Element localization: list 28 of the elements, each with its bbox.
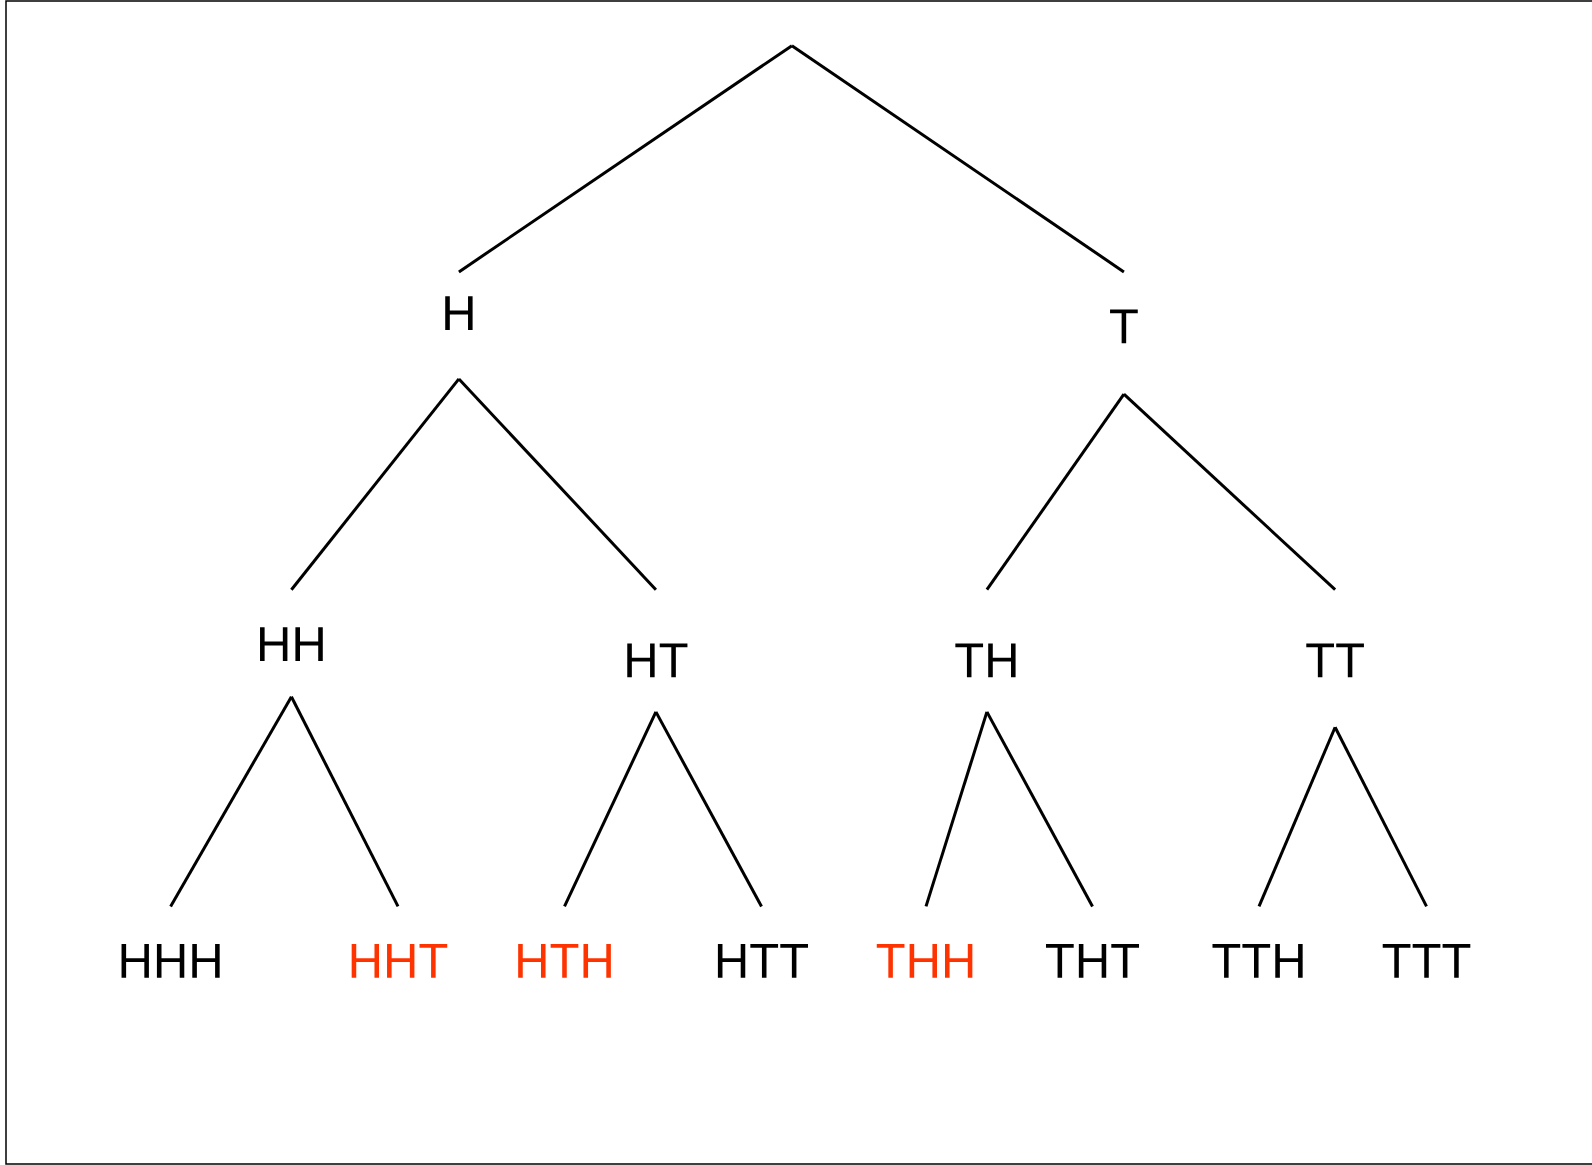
- outcome-label: HHT: [351, 944, 448, 978]
- branch-line: [985, 393, 1126, 591]
- branch-line: [924, 711, 989, 907]
- branch-line: [654, 711, 763, 908]
- branch-line: [458, 44, 793, 274]
- branch-line: [290, 377, 461, 591]
- outcome-label: THT: [1046, 944, 1139, 978]
- branch-line: [169, 695, 293, 908]
- branch-line: [1333, 726, 1428, 908]
- branch-line: [290, 696, 400, 908]
- outcome-label: HHH: [121, 944, 220, 978]
- branch-line: [1122, 393, 1337, 591]
- branch-line: [985, 711, 1094, 908]
- outcome-label: THH: [876, 944, 973, 978]
- outcome-label: T: [1110, 309, 1138, 344]
- outcome-label: HT: [627, 643, 688, 678]
- outcome-label: HTH: [518, 944, 611, 978]
- outcome-label: H: [445, 296, 473, 330]
- branch-line: [791, 44, 1125, 274]
- outcome-label: TH: [955, 643, 1016, 678]
- outcome-label: TT: [1306, 643, 1364, 678]
- branch-line: [563, 711, 658, 908]
- outcome-label: HH: [260, 627, 323, 661]
- branch-line: [1257, 726, 1337, 907]
- branch-line: [457, 377, 657, 591]
- outcome-label: TTT: [1382, 944, 1471, 978]
- outcome-label: TTH: [1212, 944, 1303, 978]
- outcome-label: HTT: [717, 944, 808, 978]
